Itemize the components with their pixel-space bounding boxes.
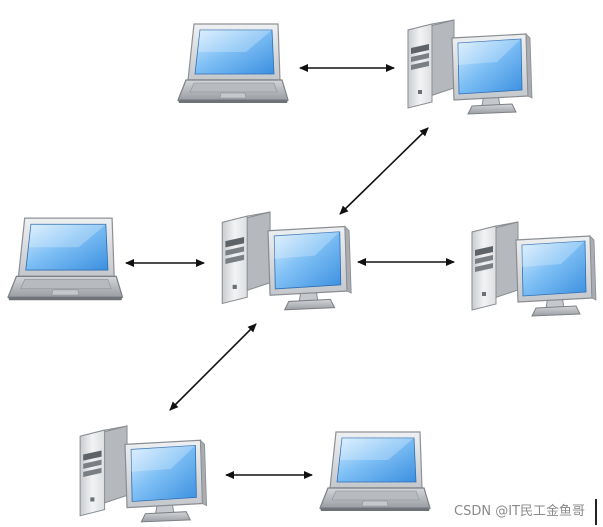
desktop-desktop-bottom-left	[79, 425, 208, 523]
cursor-bar	[595, 499, 597, 525]
laptop-laptop-left	[7, 217, 124, 301]
connection-arrow-desktop-top-right-to-desktop-center	[339, 127, 429, 215]
desktop-desktop-center	[221, 211, 352, 311]
desktop-desktop-top-right	[407, 19, 533, 115]
connection-arrow-desktop-center-to-desktop-bottom-left	[169, 323, 257, 411]
laptop-laptop-bottom-right	[319, 431, 431, 512]
desktop-desktop-right	[471, 221, 597, 317]
watermark-text: CSDN @IT民工金鱼哥	[454, 504, 585, 519]
laptop-laptop-top	[177, 23, 289, 104]
